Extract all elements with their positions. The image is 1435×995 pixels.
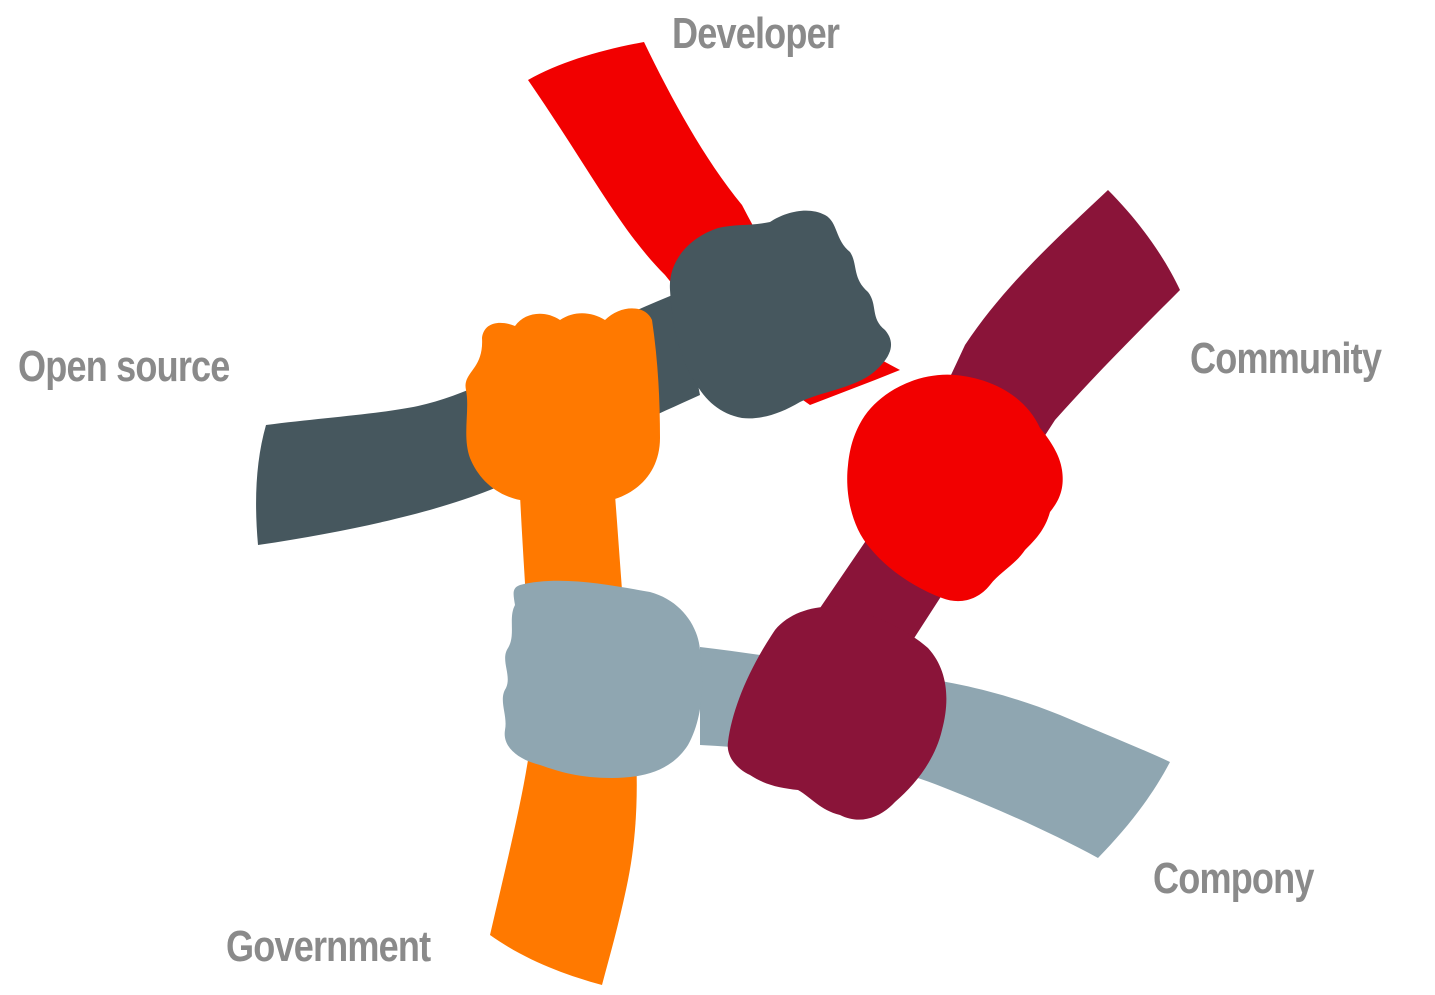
- open-source-fist: [669, 210, 892, 419]
- company-fist: [502, 580, 703, 778]
- label-community: Community: [1190, 334, 1382, 383]
- label-company: Compony: [1153, 854, 1314, 903]
- government-fist: [465, 308, 660, 505]
- developer-fist: [847, 374, 1063, 602]
- label-developer: Developer: [672, 9, 840, 58]
- label-open-source: Open source: [18, 342, 230, 391]
- label-government: Government: [226, 922, 431, 971]
- community-fist: [727, 606, 947, 820]
- developer-arm: [528, 42, 900, 405]
